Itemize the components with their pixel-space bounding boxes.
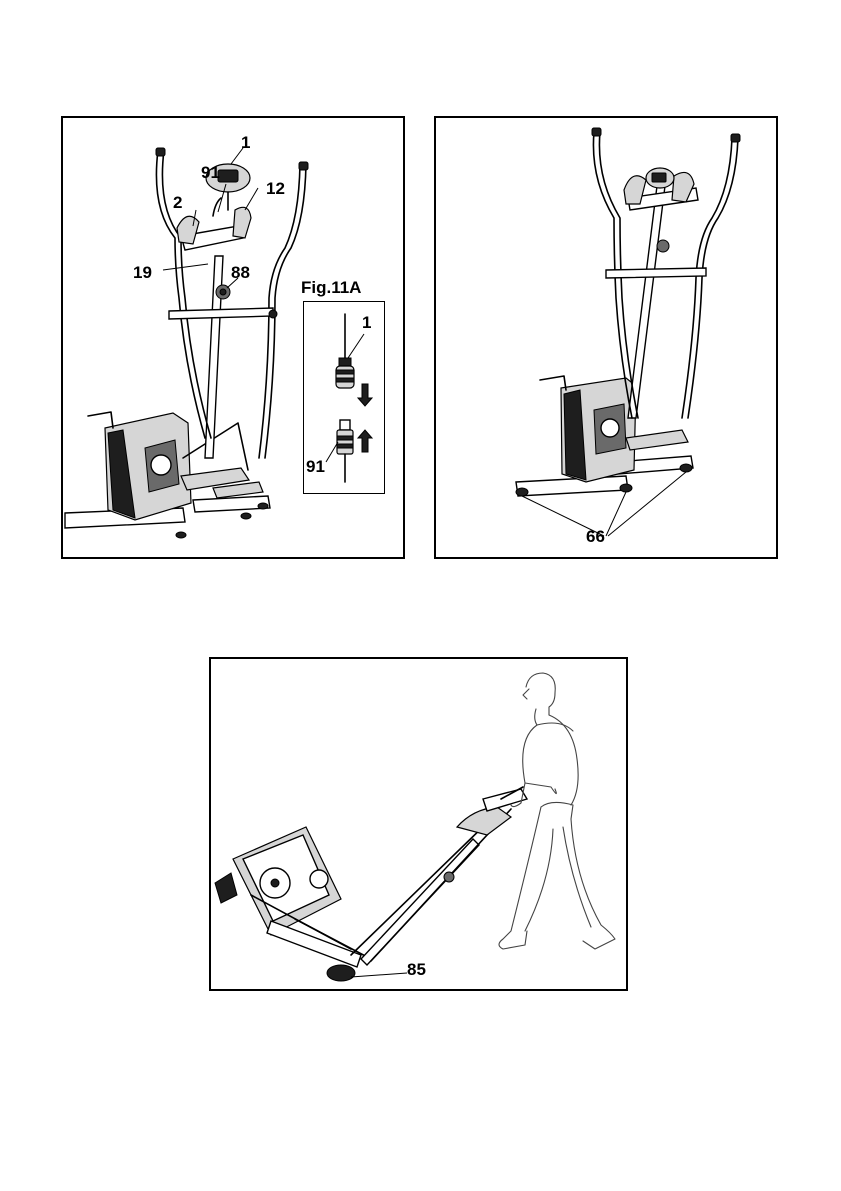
transport-panel: 85 — [209, 657, 628, 991]
callout-91: 91 — [201, 164, 220, 181]
elliptical-trainer-drawing-right — [436, 118, 780, 561]
inset-callout-91: 91 — [306, 458, 325, 475]
callout-2: 2 — [173, 194, 182, 211]
callout-12: 12 — [266, 180, 285, 197]
inset-callout-1: 1 — [362, 314, 371, 331]
fig-11a-inset: 1 91 — [303, 301, 385, 494]
callout-1: 1 — [241, 134, 250, 151]
callout-19: 19 — [133, 264, 152, 281]
callout-88: 88 — [231, 264, 250, 281]
inset-title: Fig.11A — [301, 278, 361, 298]
transport-drawing — [211, 659, 630, 993]
assembly-panel-left: 1 91 12 2 19 88 Fig.11A 1 91 — [61, 116, 405, 559]
callout-85: 85 — [407, 961, 426, 978]
callout-66: 66 — [586, 528, 605, 545]
assembly-panel-right: 66 — [434, 116, 778, 559]
